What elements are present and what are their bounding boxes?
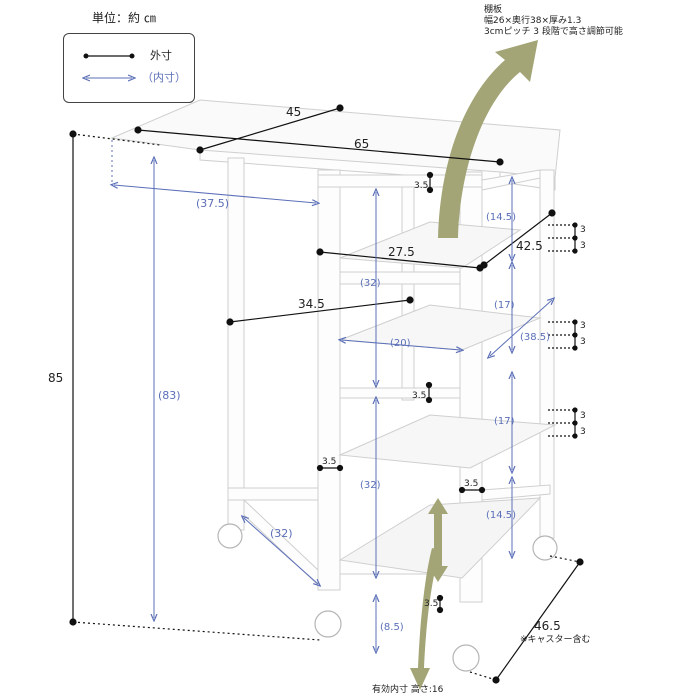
fold-arrow <box>438 40 538 238</box>
dim-clearance: (8.5) <box>380 622 404 633</box>
dim-shelf-width: 27.5 <box>388 245 415 259</box>
dim-shelf-inner-depth: (38.5) <box>520 332 551 343</box>
inner-dimensions <box>112 140 552 650</box>
outer-dimensions <box>69 104 584 684</box>
pitch-3b: 3 <box>580 427 586 437</box>
pitch-1b: 3 <box>580 241 586 251</box>
dim-leaf-inner: (37.5) <box>196 197 230 210</box>
dim-post-2: 3.5 <box>412 391 427 401</box>
legend-outer-label: 外寸 <box>150 49 172 62</box>
unit-label: 単位：約 ㎝ <box>92 11 156 25</box>
dim-inner-bottom: (14.5) <box>486 510 517 521</box>
pitch-1a: 3 <box>580 225 586 235</box>
dim-inner-mid: (17) <box>494 300 515 311</box>
pitch-2a: 3 <box>580 321 586 331</box>
shelf-note-line1: 幅26×奥行38×厚み1.3 <box>484 16 582 26</box>
shelf-note-line2: 3cmピッチ 3 段階で高さ調節可能 <box>484 27 623 37</box>
legend-inner-label: （内寸） <box>142 71 186 84</box>
dim-height-inner: (83) <box>158 389 181 402</box>
shelf-note-title: 棚板 <box>484 5 503 15</box>
dim-shelf-inner-h2: (32) <box>360 480 381 491</box>
pitch-2b: 3 <box>580 337 586 347</box>
dim-post-5: 3.5 <box>424 599 439 609</box>
dim-shelf-inner-width: (20) <box>390 338 411 349</box>
dim-post-3: 3.5 <box>322 457 337 467</box>
dim-post-4: 3.5 <box>464 479 479 489</box>
dim-base-inner: (32) <box>270 527 293 540</box>
dim-inner-mid2: (17) <box>494 416 515 427</box>
pitch-group-1 <box>548 222 578 254</box>
pitch-group-3 <box>548 407 578 439</box>
caster-note: ※キャスター含む <box>520 635 591 645</box>
dim-body-width: 34.5 <box>298 297 325 311</box>
tilt-arrow <box>410 548 440 690</box>
dim-shelf-depth: 42.5 <box>516 239 543 253</box>
dim-post-1: 3.5 <box>414 181 429 191</box>
dim-height-total: 85 <box>48 371 64 385</box>
casters <box>217 523 558 672</box>
pitch-3a: 3 <box>580 411 586 421</box>
dim-inner-top: (14.5) <box>486 212 517 223</box>
legend-box: 外寸 （内寸） <box>63 33 195 103</box>
dim-shelf-inner-h1: (32) <box>360 278 381 289</box>
dim-top-width: 65 <box>354 137 370 151</box>
cart-frame <box>110 99 561 603</box>
dim-base-depth: 46.5 <box>534 619 561 633</box>
bottom-note: 有効内寸 高さ:16 <box>372 685 444 695</box>
dim-top-depth: 45 <box>286 105 302 119</box>
